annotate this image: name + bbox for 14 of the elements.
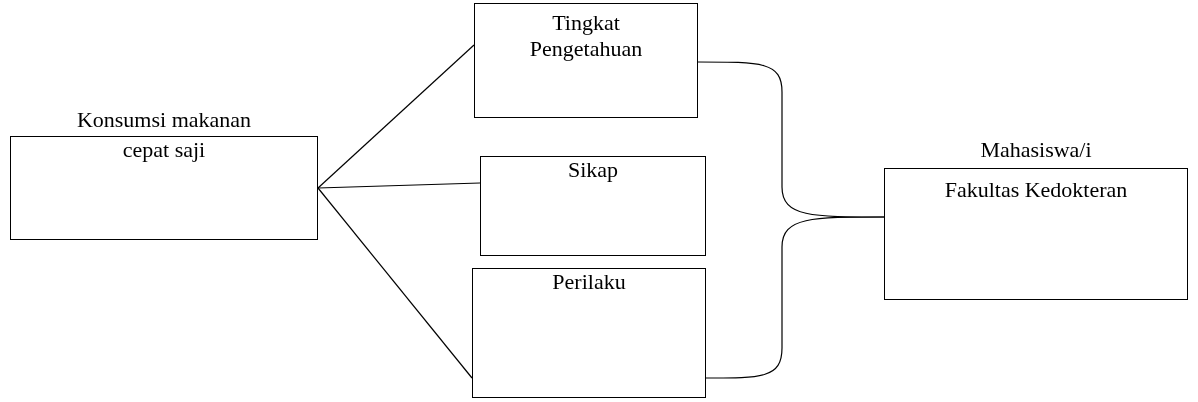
process-box xyxy=(480,156,706,256)
connector-line xyxy=(317,187,473,379)
process-box xyxy=(474,3,698,118)
box-label: Fakultas Kedokteran xyxy=(944,177,1128,203)
connector-line xyxy=(317,182,481,189)
box-label: Mahasiswa/i xyxy=(980,137,1092,163)
brace-connector xyxy=(705,216,885,379)
process-box xyxy=(472,268,706,398)
box-label: Tingkat Pengetahuan xyxy=(528,10,644,62)
box-label: cepat saji xyxy=(122,137,206,163)
box-label: Konsumsi makanan xyxy=(76,107,252,133)
box-label: Sikap xyxy=(567,157,619,183)
box-label: Perilaku xyxy=(552,269,626,295)
connector-line xyxy=(317,44,475,189)
